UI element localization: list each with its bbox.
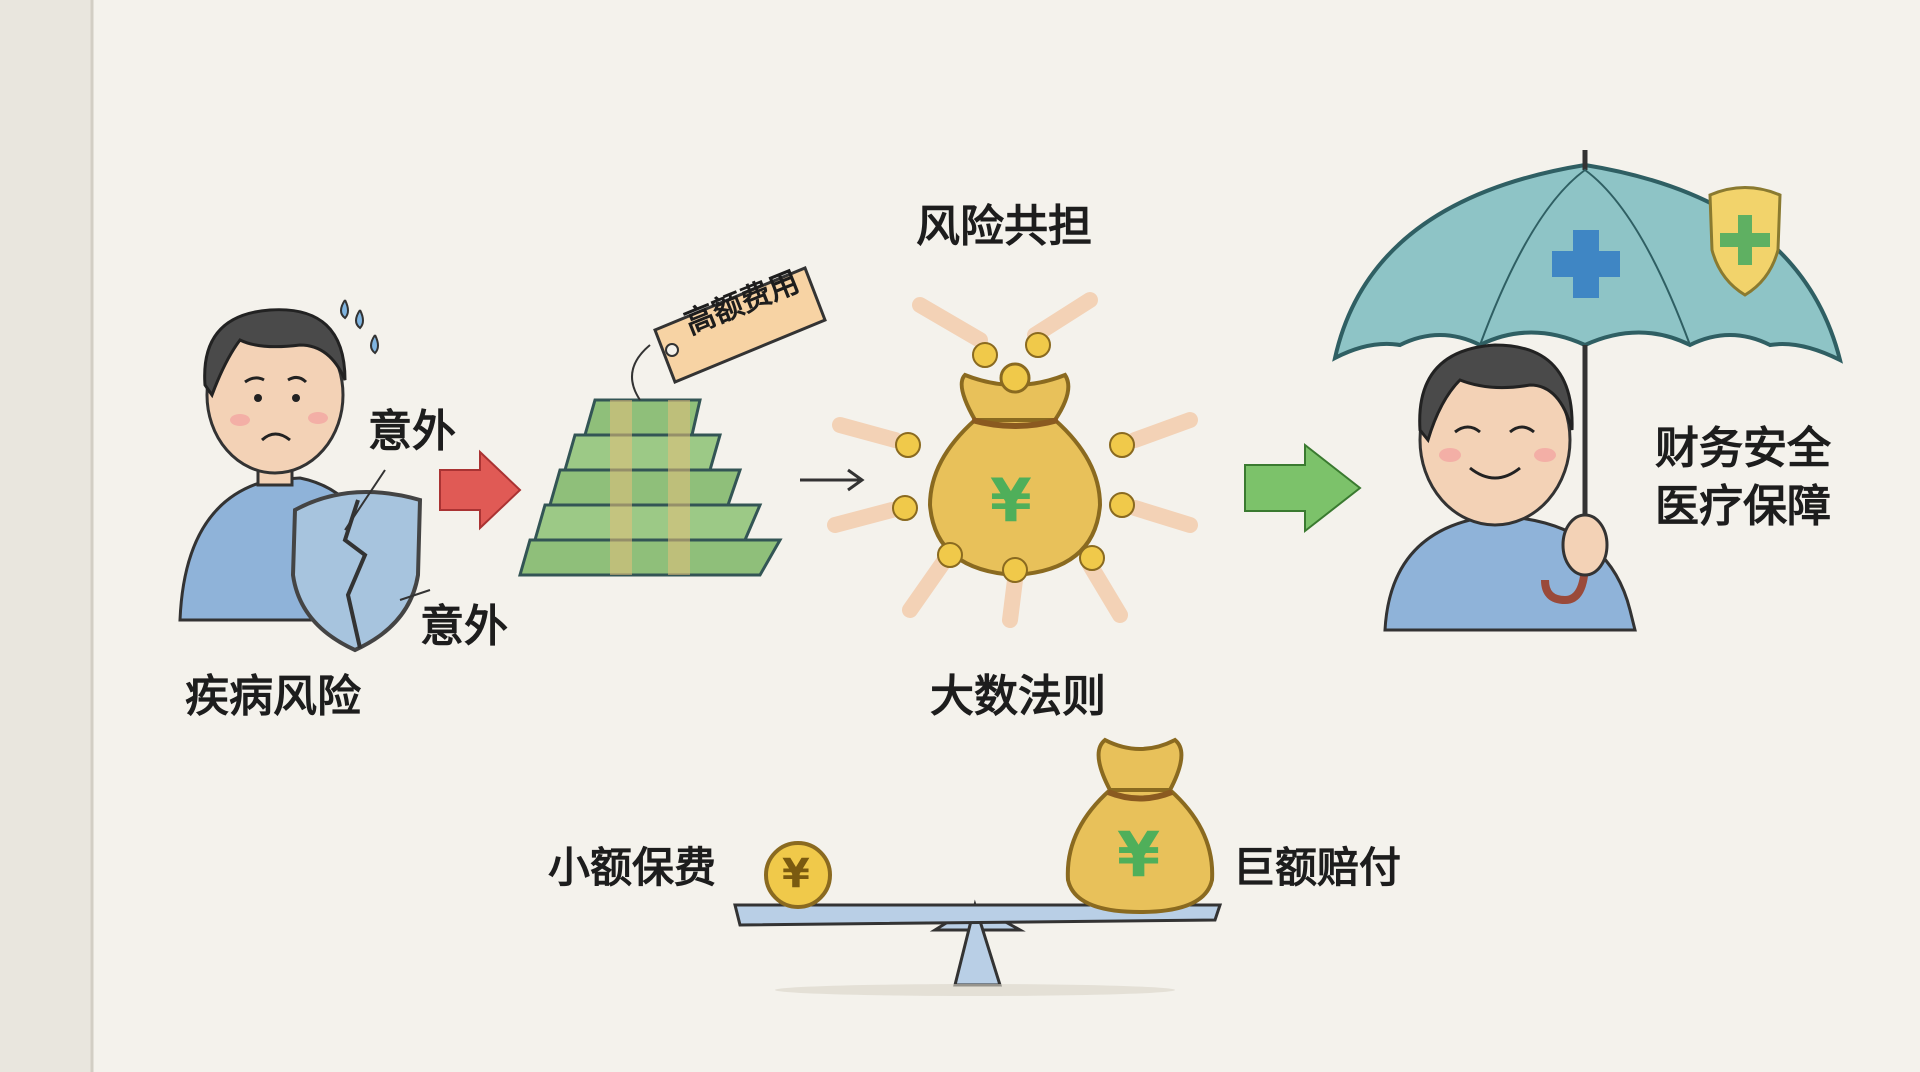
money-bag-icon xyxy=(927,362,1103,578)
price-tag-icon xyxy=(653,266,827,384)
label-large-payout: 巨额赔付 xyxy=(1233,843,1402,892)
tag-string xyxy=(631,344,651,401)
label-risk-sharing: 风险共担 xyxy=(916,201,1092,252)
yen-icon: ¥ xyxy=(782,851,810,897)
yen-icon: ¥ xyxy=(1117,818,1161,891)
medical-cross-icon xyxy=(1552,230,1620,298)
label-disease-risk: 疾病风险 xyxy=(185,671,361,722)
hand-coin-icon xyxy=(827,292,1198,628)
protection-shield-icon xyxy=(1708,186,1782,297)
thin-arrow-icon xyxy=(800,468,865,492)
money-pile-icon xyxy=(518,398,783,577)
paper-binding-edge xyxy=(0,0,94,1072)
label-law-of-large-numbers: 大数法则 xyxy=(930,671,1106,722)
label-accident-top: 意外 xyxy=(368,406,456,457)
tag-hole xyxy=(665,343,679,357)
coin-icon xyxy=(764,841,832,909)
label-financial-security: 财务安全 xyxy=(1655,423,1831,474)
broken-shield-icon xyxy=(290,490,423,653)
yen-icon: ¥ xyxy=(990,466,1032,536)
seesaw-icon xyxy=(733,899,1223,996)
umbrella-handle-icon xyxy=(1541,345,1609,605)
happy-person-icon xyxy=(1383,343,1637,632)
large-money-bag-icon xyxy=(1065,737,1215,915)
label-medical-protection: 医疗保障 xyxy=(1655,481,1831,532)
pointer-line xyxy=(399,589,431,601)
green-arrow-icon xyxy=(1244,442,1362,534)
label-small-premium: 小额保费 xyxy=(548,843,717,892)
red-arrow-icon xyxy=(439,449,522,531)
label-accident-bottom: 意外 xyxy=(420,601,508,652)
pointer-line xyxy=(344,469,386,531)
